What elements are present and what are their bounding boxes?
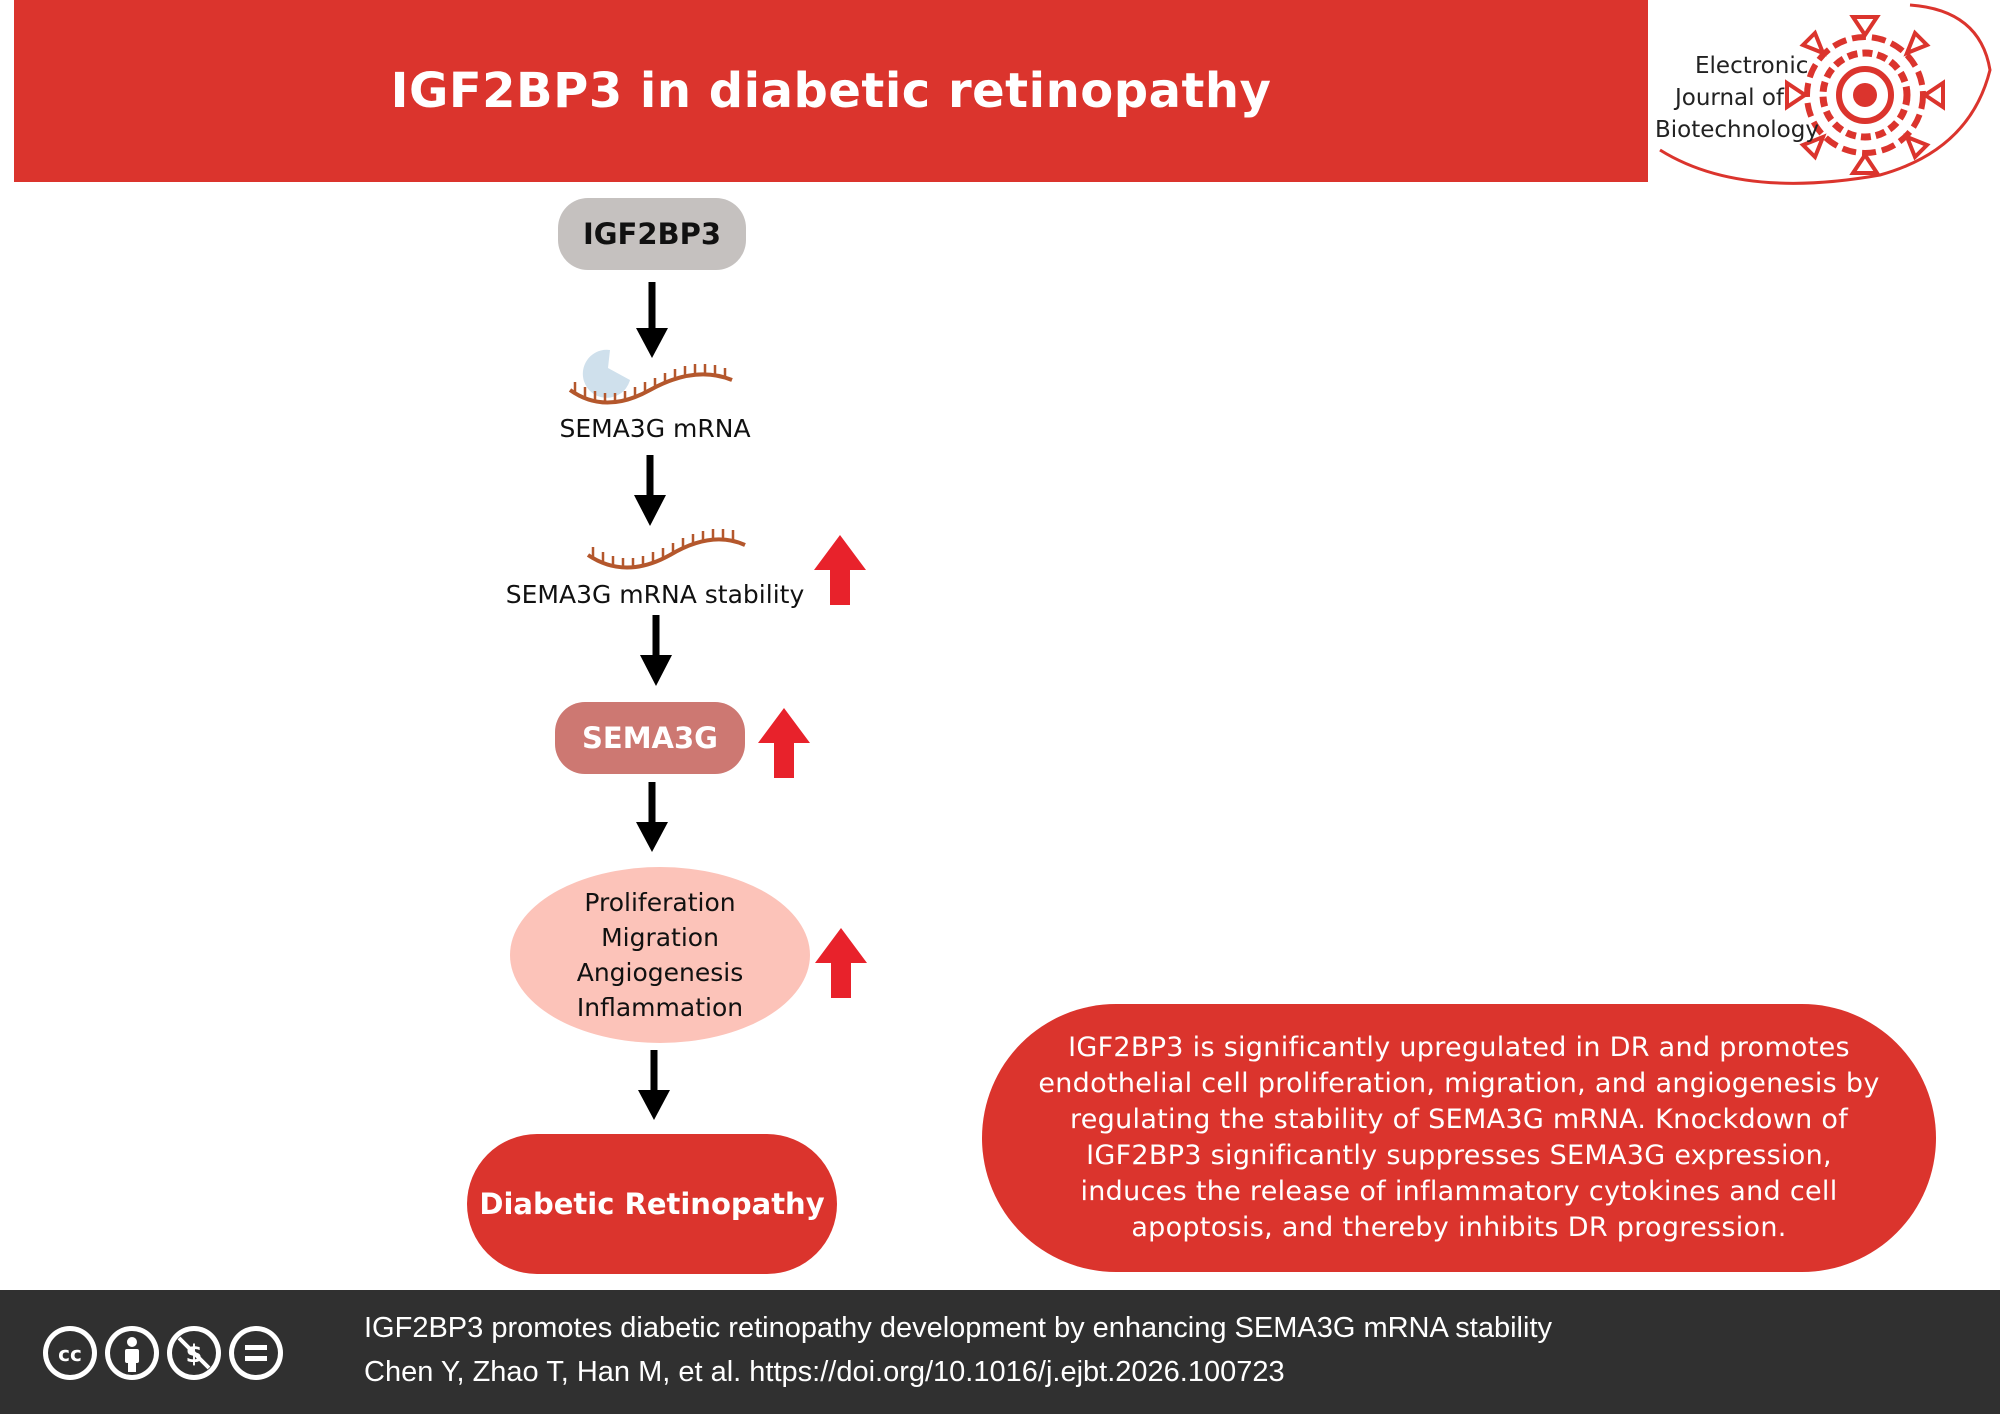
pathway-diagram: IGF2BP3 SEMA3G mRNA SEMA3G mRNA stabilit… bbox=[0, 190, 2000, 1290]
license-icons: cc $ bbox=[43, 1326, 283, 1380]
sema3g-node bbox=[555, 702, 745, 774]
effects-list: Proliferation Migration Angiogenesis Inf… bbox=[520, 870, 800, 1040]
effect-migration: Migration bbox=[601, 923, 719, 952]
sema3g-label: SEMA3G bbox=[582, 721, 718, 755]
citation-title: IGF2BP3 promotes diabetic retinopathy de… bbox=[364, 1312, 1552, 1344]
by-icon bbox=[105, 1326, 159, 1380]
header-banner: IGF2BP3 in diabetic retinopathy bbox=[14, 0, 1648, 182]
stability-label: SEMA3G mRNA stability bbox=[505, 579, 805, 609]
svg-text:cc: cc bbox=[58, 1342, 82, 1366]
flower-emblem-icon bbox=[1785, 15, 1945, 175]
arrow-sema3g-to-effects bbox=[636, 782, 668, 852]
mrna-label: SEMA3G mRNA bbox=[559, 413, 751, 443]
igf2bp3-node bbox=[558, 198, 746, 270]
journal-logo-text: Electronic Journal of Biotechnology bbox=[1655, 50, 1835, 146]
cc-icon: cc bbox=[43, 1326, 97, 1380]
nc-icon: $ bbox=[167, 1326, 221, 1380]
arrow-mrna-to-stability bbox=[634, 455, 666, 526]
outcome-node bbox=[467, 1134, 837, 1274]
journal-logo bbox=[1659, 3, 1992, 185]
arrow-effects-to-outcome bbox=[638, 1050, 670, 1120]
summary-box: IGF2BP3 is significantly upregulated in … bbox=[982, 1004, 1936, 1272]
logo-line-2: Journal of bbox=[1675, 85, 1785, 111]
logo-line-3: Biotechnology bbox=[1655, 117, 1819, 143]
mrna-strand-stable-icon bbox=[586, 529, 746, 570]
summary-text: IGF2BP3 is significantly upregulated in … bbox=[1038, 1032, 1880, 1243]
citation-authors[interactable]: Chen Y, Zhao T, Han M, et al. https://do… bbox=[364, 1356, 1285, 1388]
igf2bp3-label: IGF2BP3 bbox=[582, 217, 722, 251]
effect-inflammation: Inflammation bbox=[576, 993, 744, 1022]
nd-icon bbox=[229, 1326, 283, 1380]
effect-angiogenesis: Angiogenesis bbox=[576, 958, 744, 987]
up-arrow-effects-icon bbox=[815, 928, 867, 998]
outcome-label: Diabetic Retinopathy bbox=[479, 1187, 825, 1221]
mrna-strand-icon bbox=[568, 364, 733, 405]
footer-bar: cc $ IGF2BP3 promotes diabetic retinopat… bbox=[0, 1290, 2000, 1414]
arrow-igf2bp3-to-mrna bbox=[636, 282, 668, 358]
ribosome-icon bbox=[582, 349, 630, 398]
effect-proliferation: Proliferation bbox=[584, 888, 736, 917]
up-arrow-stability-icon bbox=[814, 535, 866, 605]
page-title: IGF2BP3 in diabetic retinopathy bbox=[390, 63, 1272, 119]
effects-node bbox=[510, 867, 810, 1043]
logo-line-1: Electronic bbox=[1695, 53, 1809, 79]
arrow-stability-to-sema3g bbox=[640, 615, 672, 686]
up-arrow-sema3g-icon bbox=[758, 708, 810, 778]
